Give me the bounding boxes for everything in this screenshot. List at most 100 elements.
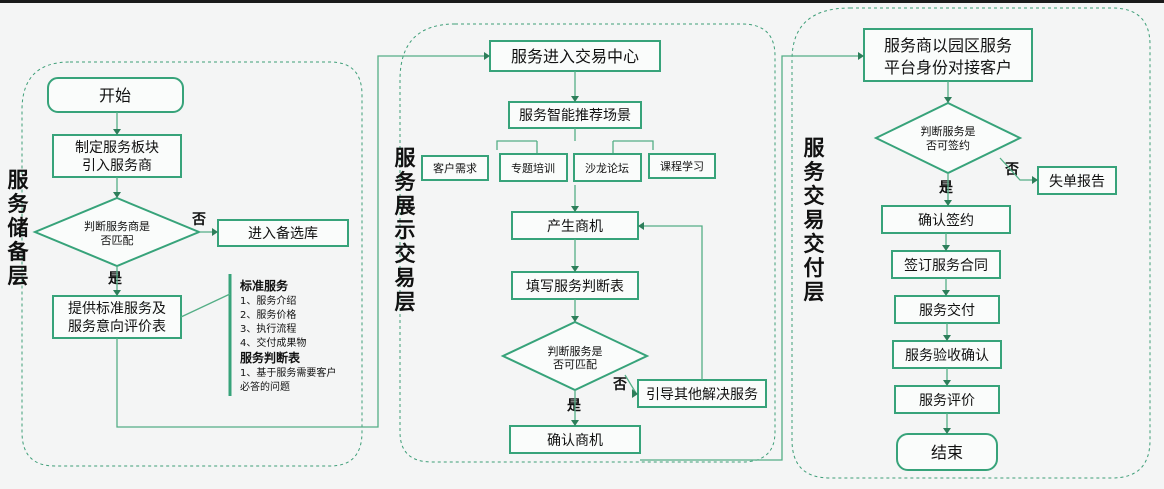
fail-report-box [1037,166,1117,195]
layer-title-char: 示 [395,218,416,242]
standard-item-4: 4、交付成果物 [240,336,306,349]
scene-topic-training-label: 专题培训 [511,161,555,175]
storage-to-display-connector [116,55,486,428]
arrowhead [942,245,950,251]
service-decision-line2: 否可匹配 [553,358,597,371]
service-deliver-label: 服务交付 [919,302,975,319]
storage-layer-region [21,61,363,467]
layer-title-char: 备 [7,240,30,264]
arrowhead [943,428,951,434]
scene-bracket-right [613,140,654,150]
layer-title-char: 务 [804,160,826,184]
provider-yes-label: 是 [108,271,123,287]
fail-report-label: 失单报告 [1049,174,1105,190]
arrowhead [571,266,579,272]
service-decision-line1: 判断服务是 [548,344,603,358]
layer-title-char: 务 [8,192,30,216]
guide-other-box [637,379,767,408]
confirm-opportunity-box [509,425,641,454]
provide-standard-line2: 服务意向评价表 [68,318,166,335]
storage-layer-title: 服务储备层 [7,168,30,288]
dock-customer-line1: 服务商以园区服务 [884,36,1012,55]
arrowhead [632,389,638,398]
display-layer-title: 服务展示交易层 [395,146,417,314]
delivery-layer-region [791,7,1151,479]
arrowhead [571,96,579,102]
judge-form-title: 服务判断表 [240,350,301,365]
guide-loop-back-arrow [640,225,703,380]
arrowhead [944,97,952,103]
arrowhead [113,290,121,296]
judge-item-2: 必答的问题 [240,380,290,393]
arrowheads [113,52,1038,434]
arrowhead [571,206,579,212]
standard-item-1: 1、服务介绍 [240,294,296,307]
confirm-sign-label: 确认签约 [918,212,974,229]
fill-form-label: 填写服务判断表 [526,279,624,295]
layer-title-char: 服 [804,136,826,160]
scene-salon-forum-label: 沙龙论坛 [585,161,629,175]
standard-service-title: 标准服务 [239,278,289,293]
arrowhead [858,52,864,60]
define-service-line2: 引入服务商 [82,158,152,174]
end-label: 结束 [931,443,963,462]
top-border-line [0,0,1164,3]
scene-customer-demand [421,155,489,181]
arrowhead [113,192,121,198]
display-layer-region [399,23,776,463]
evaluate-label: 服务评价 [919,393,975,409]
standard-item-3: 3、执行流程 [240,322,296,335]
service-no-label: 否 [612,377,627,393]
arrowhead [113,129,121,135]
arrowhead [571,316,579,322]
start-label: 开始 [99,86,131,105]
backup-pool-box [217,219,349,247]
arrowhead [942,290,950,296]
scene-course-study-label: 课程学习 [660,159,704,173]
define-service-line1: 制定服务板块 [75,140,159,156]
provide-to-list-connector [180,293,231,318]
layer-title-char: 层 [8,264,29,288]
provider-decision-line2: 否匹配 [101,234,134,247]
smart-recommend-label: 服务智能推荐场景 [519,108,631,124]
provider-no-label: 否 [191,212,206,228]
arrowhead [638,222,644,230]
scene-bracket-left [496,140,537,150]
sign-no-to-fail-arrow [999,157,1036,181]
scene-salon-forum [573,153,642,182]
dock-customer-line2: 平台身份对接客户 [884,58,1012,77]
provide-standard-line1: 提供标准服务及 [68,301,166,317]
arrowhead [943,335,951,341]
arrowhead [1032,176,1038,184]
scene-customer-demand-label: 客户需求 [433,161,477,175]
layer-title-char: 交 [804,184,825,208]
layer-title-char: 服 [395,146,417,170]
opportunity-label: 产生商机 [547,219,603,235]
layer-title-char: 易 [804,208,825,232]
layer-title-char: 层 [395,290,416,314]
judge-item-1: 1、基于服务需要客户 [240,366,336,379]
confirm-sign-box [881,205,1011,234]
acceptance-label: 服务验收确认 [905,348,989,364]
define-service-box [52,134,182,178]
backup-pool-label: 进入备选库 [248,225,318,242]
sign-decision [873,101,1023,175]
opportunity-box [511,211,639,240]
arrowhead [571,420,579,426]
layer-title-char: 务 [395,170,417,194]
layer-title-char: 付 [804,256,825,280]
layer-title-char: 服 [8,168,30,192]
sign-yes-label: 是 [939,180,954,196]
service-deliver-box [894,295,1000,324]
arrowhead [212,228,218,236]
scene-topic-training [499,153,568,182]
dock-customer-box [863,28,1033,82]
layer-title-char: 交 [395,242,416,266]
layer-title-char: 交 [804,232,825,256]
enter-trade-center-box [489,40,661,72]
arrowhead [944,200,952,206]
arrowhead [943,380,951,386]
guide-other-label: 引导其他解决服务 [646,387,758,403]
sign-decision-line2: 否可签约 [926,138,970,152]
